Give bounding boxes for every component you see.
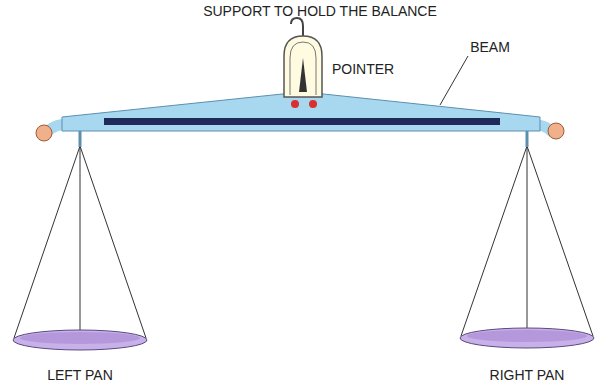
pan-strings <box>14 146 593 341</box>
pivot-dot <box>309 100 317 108</box>
pointer <box>299 58 307 92</box>
part-label: SUPPORT TO HOLD THE BALANCE <box>203 4 437 19</box>
right-pan <box>460 328 594 348</box>
pivot-dot <box>291 100 299 108</box>
support-hook <box>291 18 303 36</box>
left-pan-inner <box>20 332 140 344</box>
part-label: RIGHT PAN <box>490 368 565 383</box>
part-label: LEFT PAN <box>47 368 113 383</box>
pointer-housing-inner <box>290 42 316 95</box>
pointer-housing <box>284 36 322 97</box>
end-knob <box>36 125 52 141</box>
beam <box>62 93 540 131</box>
left-pan <box>13 330 147 350</box>
end-knob <box>548 123 564 139</box>
part-label: BEAM <box>470 40 510 55</box>
right-pan-inner <box>467 330 587 342</box>
leader-line <box>440 56 468 105</box>
beam-bar <box>104 118 500 125</box>
part-label: POINTER <box>332 62 394 77</box>
